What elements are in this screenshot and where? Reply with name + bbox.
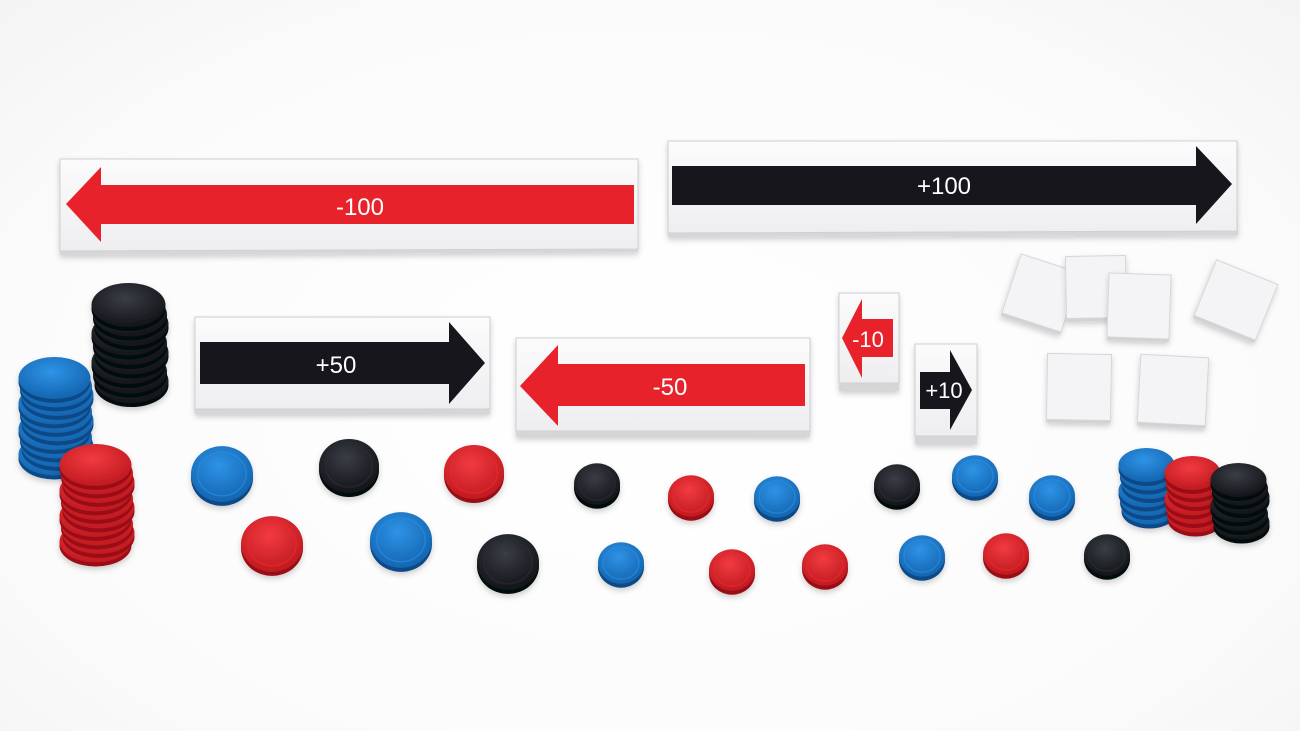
card-plus-100: +100 [667, 140, 1238, 237]
arrow-right-black [672, 146, 1232, 224]
chip-black [319, 439, 379, 497]
card-plus-10: +10 [914, 343, 978, 444]
chip-red [668, 475, 714, 521]
chip-red [709, 549, 755, 595]
blank-tile [1136, 353, 1210, 429]
card-label-plus-50: +50 [316, 352, 357, 379]
card-label-minus-10: -10 [852, 327, 884, 352]
chip-blue [952, 455, 998, 501]
blank-tiles [1001, 253, 1279, 429]
loose-chips [191, 439, 1130, 595]
arrow-left-red [520, 345, 805, 426]
chip-stack-blue [1118, 448, 1178, 529]
chip-stack-red [1164, 456, 1224, 537]
chip-stack-black [1210, 463, 1270, 544]
chip-blue [370, 512, 432, 572]
chip-red [802, 544, 848, 590]
stacked-chip-red [1164, 456, 1221, 490]
arrow-left-red [842, 299, 893, 378]
chip-stack-red [59, 444, 135, 567]
chip-blue [191, 446, 253, 506]
arrow-left-red [66, 167, 634, 242]
blank-tile [1045, 352, 1113, 424]
stacked-chip-blue [18, 357, 91, 399]
chip-red [241, 516, 303, 576]
card-label-plus-10: +10 [925, 378, 962, 403]
stacked-chip-black [91, 283, 166, 327]
chip-stack-black [91, 283, 169, 407]
chip-blue [754, 476, 800, 522]
chip-red [444, 445, 504, 503]
card-label-minus-50: -50 [653, 374, 688, 401]
stacked-chip-blue [1118, 448, 1175, 482]
blank-tile [1001, 253, 1081, 335]
card-minus-100: -100 [59, 158, 639, 255]
stacked-chip-black [1210, 463, 1267, 497]
blank-tile [1193, 259, 1279, 343]
card-minus-10: -10 [838, 292, 900, 391]
chip-blue [1029, 475, 1075, 521]
card-label-minus-100: -100 [336, 194, 384, 221]
card-plus-50: +50 [194, 316, 491, 414]
arrow-right-black [200, 322, 485, 404]
card-minus-50: -50 [515, 337, 811, 437]
chip-black [574, 463, 620, 509]
chip-black [874, 464, 920, 510]
chip-black [1084, 534, 1130, 580]
blank-tile [1106, 272, 1172, 343]
chip-black [477, 534, 539, 594]
chip-blue [899, 535, 945, 581]
card-label-plus-100: +100 [917, 173, 971, 200]
chip-blue [598, 542, 644, 588]
stacked-chip-red [59, 444, 132, 486]
chip-stacks [18, 283, 1270, 567]
arrow-right-black [920, 350, 972, 430]
chip-red [983, 533, 1029, 579]
